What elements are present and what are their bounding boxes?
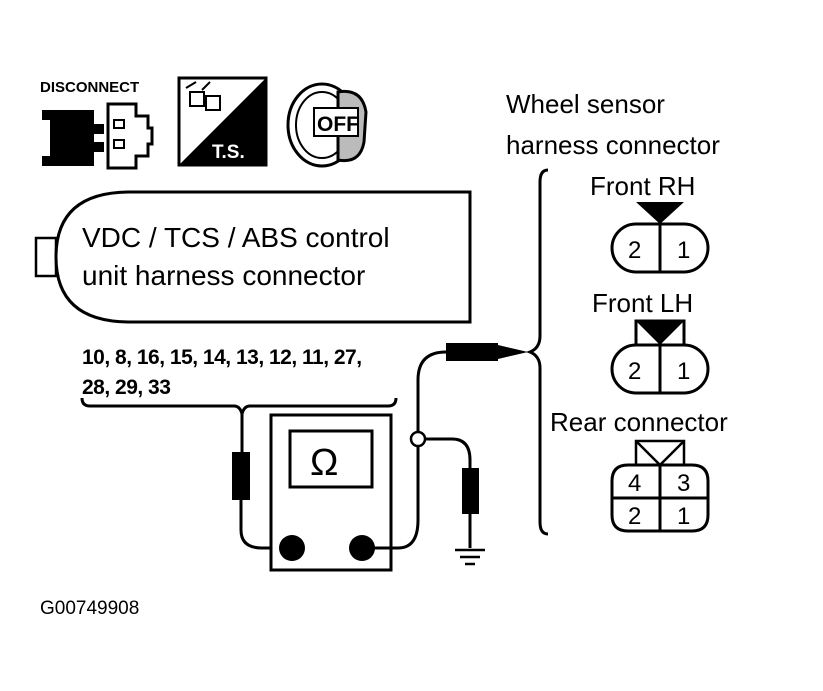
rear-connector: Rear connector 4 3 2 1 bbox=[550, 407, 728, 533]
rear-pin-4: 4 bbox=[628, 470, 641, 497]
rear-pin-1: 1 bbox=[677, 503, 690, 530]
terminal-numbers-line2: 28, 29, 33 bbox=[82, 376, 170, 399]
front-rh-connector: Front RH 2 1 bbox=[590, 171, 710, 274]
rear-connector-label: Rear connector bbox=[550, 407, 728, 437]
wheel-sensor-brace bbox=[525, 168, 549, 536]
rear-pin-2: 2 bbox=[628, 503, 641, 530]
wheel-sensor-title-line2: harness connector bbox=[506, 130, 720, 160]
ts-label: T.S. bbox=[212, 142, 245, 163]
ohm-icon: Ω bbox=[310, 442, 338, 484]
wheel-sensor-title-line1: Wheel sensor bbox=[506, 89, 665, 119]
terminal-numbers: 10, 8, 16, 15, 14, 13, 12, 11, 27, 28, 2… bbox=[80, 346, 398, 415]
front-lh-label: Front LH bbox=[592, 288, 693, 318]
meter-terminal-com bbox=[279, 535, 305, 561]
front-rh-pin-1: 1 bbox=[677, 237, 690, 264]
control-unit-connector: VDC / TCS / ABS control unit harness con… bbox=[34, 190, 472, 324]
front-lh-connector: Front LH 2 1 bbox=[592, 288, 710, 395]
figure-id: G00749908 bbox=[40, 598, 139, 619]
rear-pin-3: 3 bbox=[677, 470, 690, 497]
right-probe bbox=[362, 343, 528, 550]
disconnect-label: DISCONNECT bbox=[40, 79, 139, 96]
terminal-sample-icon: T.S. bbox=[177, 76, 268, 167]
ground-icon bbox=[455, 548, 485, 566]
front-rh-pin-2: 2 bbox=[628, 237, 641, 264]
terminal-numbers-line1: 10, 8, 16, 15, 14, 13, 12, 11, 27, bbox=[82, 346, 362, 369]
control-unit-label-line1: VDC / TCS / ABS control bbox=[82, 222, 390, 253]
connector-disconnect-icon: DISCONNECT bbox=[40, 79, 154, 170]
front-lh-pin-1: 1 bbox=[677, 358, 690, 385]
control-unit-label-line2: unit harness connector bbox=[82, 260, 365, 291]
front-rh-label: Front RH bbox=[590, 171, 695, 201]
ohm-meter: Ω bbox=[269, 413, 393, 572]
ignition-off-icon: OFF bbox=[286, 82, 368, 168]
left-probe bbox=[232, 414, 292, 550]
front-lh-pin-2: 2 bbox=[628, 358, 641, 385]
off-label: OFF bbox=[317, 113, 359, 136]
